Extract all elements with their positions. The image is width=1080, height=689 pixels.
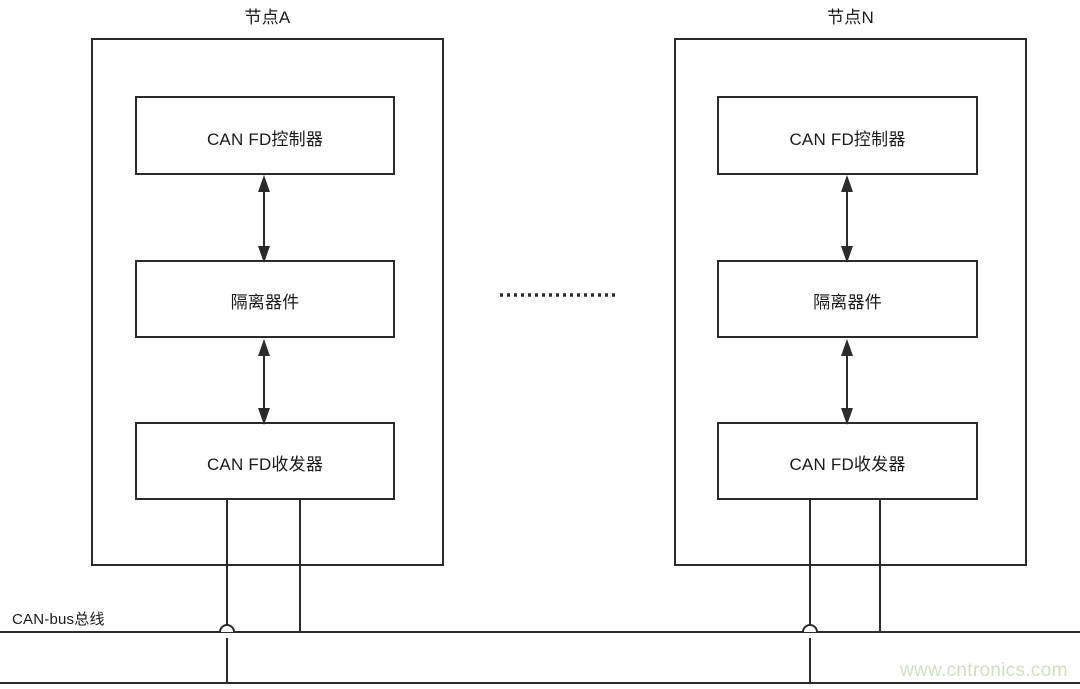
node-a-container [91,38,444,566]
node-n-isolator-label: 隔离器件 [813,293,882,312]
node-n-transceiver-label: CAN FD收发器 [789,455,906,474]
node-n-title: 节点N [827,8,874,27]
node-n-isolator-box [717,260,978,338]
node-a-transceiver-box [135,422,395,500]
node-n-connector-isolator-transceiver [841,339,853,425]
node-n-controller-box [717,96,978,175]
bus-hop-node-n-icon [802,624,818,633]
node-a-title: 节点A [244,8,291,27]
node-n-container [674,38,1027,566]
node-n-transceiver-box [717,422,978,500]
node-a-connector-isolator-transceiver [258,339,270,425]
node-a-isolator-box [135,260,395,338]
node-a-controller-label: CAN FD控制器 [206,130,324,149]
node-n-controller-label: CAN FD控制器 [789,130,906,149]
node-a-transceiver-label: CAN FD收发器 [206,455,324,474]
node-a-controller-box [135,96,395,175]
node-n-connector-controller-isolator [841,175,853,263]
bus-label: CAN-bus总线 [12,611,105,628]
node-a-connector-controller-isolator [258,175,270,263]
bus-hop-node-a-icon [219,624,235,633]
node-a-isolator-label: 隔离器件 [230,293,300,312]
site-watermark: www.cntronics.com [900,660,1068,681]
